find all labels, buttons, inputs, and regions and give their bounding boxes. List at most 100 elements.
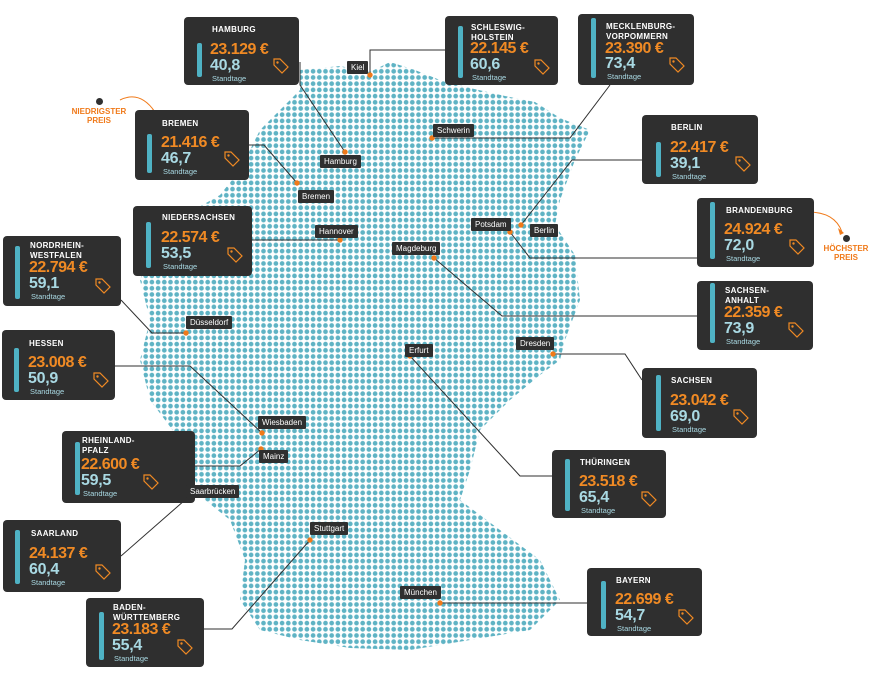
price-tag-icon	[95, 278, 111, 294]
days-value: 60,6	[470, 56, 500, 73]
days-value: 39,1	[670, 155, 700, 172]
days-bar	[15, 246, 20, 299]
state-card-bremen: BREMEN 21.416 € 46,7 Standtage	[135, 110, 249, 180]
days-bar	[656, 142, 661, 177]
lowest-price-line2: PREIS	[86, 116, 111, 125]
days-unit: Standtage	[672, 425, 707, 434]
state-name: SCHLESWIG-HOLSTEIN	[471, 23, 526, 42]
highest-price-line1: HÖCHSTER	[823, 244, 869, 253]
city-marker-kiel	[367, 72, 373, 78]
city-marker-hamburg	[342, 149, 348, 155]
days-bar	[146, 222, 151, 268]
days-unit: Standtage	[472, 73, 507, 82]
price-tag-icon	[95, 564, 111, 580]
price-value: 22.794 €	[29, 259, 88, 276]
days-value: 69,0	[670, 408, 700, 425]
lowest-price-line1: NIEDRIGSTER	[71, 107, 127, 116]
days-unit: Standtage	[30, 387, 65, 396]
state-card-saarland: SAARLAND 24.137 € 60,4 Standtage	[3, 520, 121, 592]
state-name: RHEINLAND-PFALZ	[82, 436, 135, 455]
state-card-hamburg: HAMBURG 23.129 € 40,8 Standtage	[184, 17, 299, 85]
days-bar	[147, 134, 152, 173]
days-bar	[565, 459, 570, 511]
state-name: BAYERN	[616, 576, 651, 585]
state-card-mecklenburg-vorpommern: MECKLENBURG-VORPOMMERN 23.390 € 73,4 Sta…	[578, 14, 694, 85]
days-bar	[710, 283, 715, 343]
days-unit: Standtage	[163, 167, 198, 176]
city-label-duesseldorf: Düsseldorf	[186, 316, 233, 329]
days-bar	[601, 581, 606, 629]
days-unit: Standtage	[212, 74, 247, 83]
state-name: SACHSEN	[671, 376, 713, 385]
price-tag-icon	[788, 322, 804, 338]
city-label-dresden: Dresden	[516, 337, 555, 350]
state-card-schleswig-holstein: SCHLESWIG-HOLSTEIN 22.145 € 60,6 Standta…	[445, 16, 558, 85]
state-name: NORDRHEIN-WESTFALEN	[30, 241, 85, 260]
price-tag-icon	[273, 58, 289, 74]
days-unit: Standtage	[581, 506, 616, 515]
state-card-hessen: HESSEN 23.008 € 50,9 Standtage	[2, 330, 115, 400]
days-value: 60,4	[29, 561, 59, 578]
days-unit: Standtage	[83, 489, 118, 498]
city-marker-stuttgart	[307, 537, 313, 543]
state-name: BREMEN	[162, 119, 199, 128]
city-marker-duesseldorf	[183, 330, 189, 336]
price-value: 21.416 €	[161, 134, 220, 151]
state-name: SACHSEN-ANHALT	[725, 286, 770, 305]
price-tag-icon	[227, 247, 243, 263]
lowest-price-callout: NIEDRIGSTER PREIS	[66, 98, 132, 125]
price-tag-icon	[143, 474, 159, 490]
days-value: 55,4	[112, 637, 142, 654]
city-marker-magdeburg	[431, 255, 437, 261]
highest-price-marker-icon	[842, 235, 850, 242]
days-bar	[197, 43, 202, 77]
price-tag-icon	[534, 59, 550, 75]
city-label-wiesbaden: Wiesbaden	[258, 416, 307, 429]
days-unit: Standtage	[726, 337, 761, 346]
days-bar	[75, 442, 80, 495]
price-tag-icon	[678, 609, 694, 625]
days-unit: Standtage	[726, 254, 761, 263]
price-value: 22.600 €	[81, 456, 140, 473]
price-value: 24.137 €	[29, 545, 88, 562]
state-name: NIEDERSACHSEN	[162, 213, 236, 222]
city-label-stuttgart: Stuttgart	[310, 522, 349, 535]
lowest-price-marker-icon	[95, 98, 103, 105]
state-name: BRANDENBURG	[726, 206, 793, 215]
price-value: 24.924 €	[724, 221, 783, 238]
days-value: 53,5	[161, 245, 191, 262]
price-value: 23.518 €	[579, 473, 638, 490]
state-name: HAMBURG	[212, 25, 256, 34]
days-unit: Standtage	[163, 262, 198, 271]
state-name: MECKLENBURG-VORPOMMERN	[606, 22, 676, 41]
price-value: 23.042 €	[670, 392, 729, 409]
price-value: 22.574 €	[161, 229, 220, 246]
state-card-nordrhein-westfalen: NORDRHEIN-WESTFALEN 22.794 € 59,1 Standt…	[3, 236, 121, 306]
state-name: BERLIN	[671, 123, 703, 132]
state-card-niedersachsen: NIEDERSACHSEN 22.574 € 53,5 Standtage	[133, 206, 252, 276]
price-value: 23.129 €	[210, 41, 269, 58]
days-value: 59,1	[29, 275, 59, 292]
city-label-potsdam: Potsdam	[471, 218, 511, 231]
days-bar	[15, 530, 20, 584]
days-value: 50,9	[28, 370, 58, 387]
city-label-bremen: Bremen	[298, 190, 335, 203]
state-card-rheinland-pfalz: RHEINLAND-PFALZ 22.600 € 59,5 Standtage	[62, 431, 195, 503]
city-label-saarbruecken: Saarbrücken	[186, 485, 240, 498]
price-value: 23.183 €	[112, 621, 171, 638]
days-unit: Standtage	[617, 624, 652, 633]
city-label-kiel: Kiel	[347, 61, 369, 74]
state-card-baden-wuerttemberg: BADEN-WÜRTTEMBERG 23.183 € 55,4 Standtag…	[86, 598, 204, 667]
price-tag-icon	[641, 491, 657, 507]
days-value: 54,7	[615, 607, 645, 624]
city-label-erfurt: Erfurt	[405, 344, 433, 357]
city-label-berlin: Berlin	[530, 224, 559, 237]
state-name: BADEN-WÜRTTEMBERG	[113, 603, 181, 622]
state-card-berlin: BERLIN 22.417 € 39,1 Standtage	[642, 115, 758, 184]
highest-price-line2: PREIS	[833, 253, 858, 262]
days-value: 73,4	[605, 55, 635, 72]
city-marker-hannover	[337, 237, 343, 243]
state-card-brandenburg: BRANDENBURG 24.924 € 72,0 Standtage	[697, 198, 814, 267]
city-marker-muenchen	[437, 600, 443, 606]
days-bar	[14, 348, 19, 392]
